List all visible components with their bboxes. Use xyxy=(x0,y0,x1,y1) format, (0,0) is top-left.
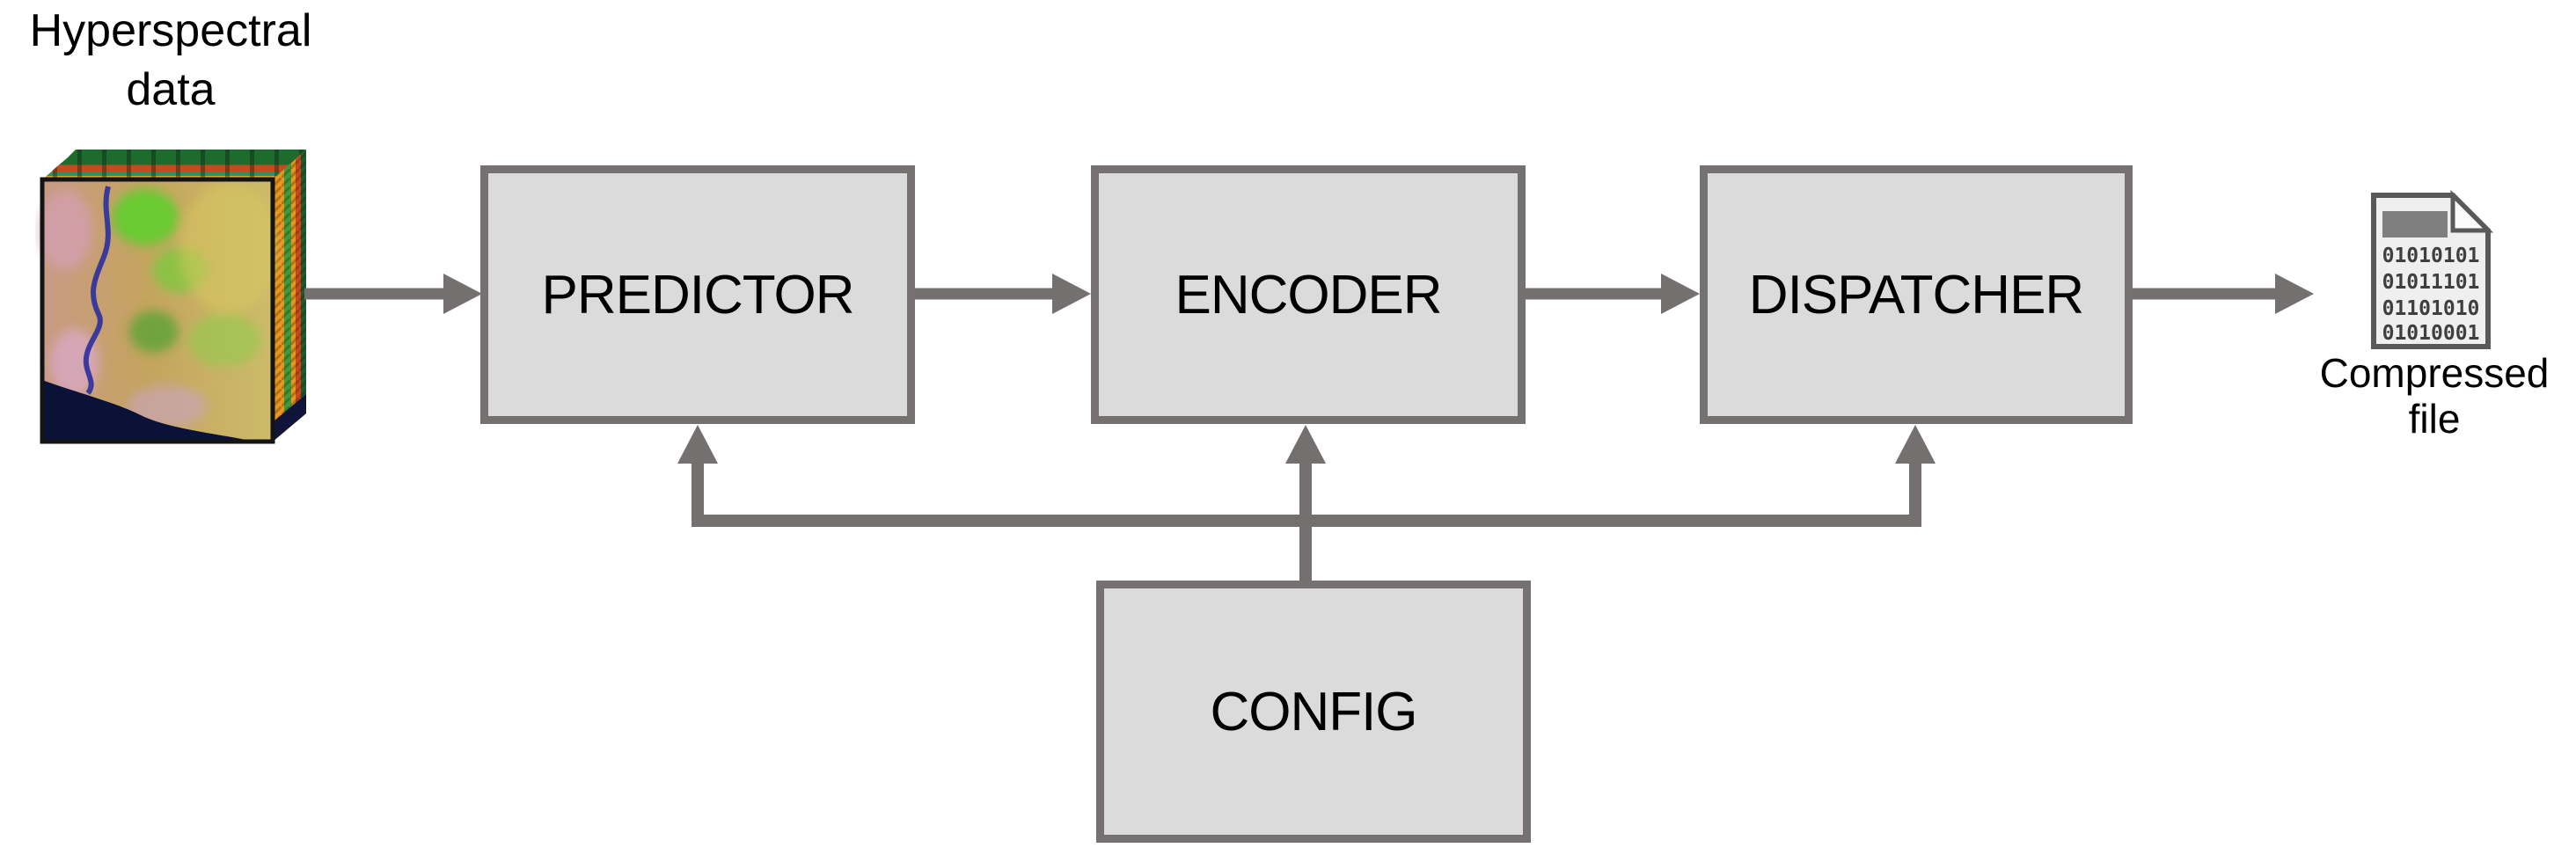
dispatcher-node: DISPATCHER xyxy=(1700,165,2133,424)
file-fold-corner xyxy=(2450,190,2493,233)
arrow-dispatcher-to-file xyxy=(2133,274,2314,314)
arrow-predictor-to-encoder xyxy=(915,274,1091,314)
encoder-label: ENCODER xyxy=(1175,264,1442,325)
hyperspectral-data-line1: Hyperspectral xyxy=(29,5,312,56)
arrow-encoder-to-dispatcher xyxy=(1526,274,1700,314)
hyperspectral-data-line2: data xyxy=(126,63,216,115)
binary-line-2: 01011101 xyxy=(2382,271,2480,294)
predictor-label: PREDICTOR xyxy=(541,264,854,325)
hyperspectral-cube-image xyxy=(40,150,306,444)
config-node: CONFIG xyxy=(1096,581,1531,843)
dispatcher-label: DISPATCHER xyxy=(1748,264,2084,325)
predictor-node: PREDICTOR xyxy=(480,165,915,424)
binary-line-3: 01101010 xyxy=(2382,297,2480,320)
arrow-cube-to-predictor xyxy=(304,274,482,314)
file-header-bar xyxy=(2382,211,2448,238)
config-label: CONFIG xyxy=(1210,681,1417,742)
compressed-file-label-line2: file xyxy=(2408,396,2461,442)
compressed-file-label: Compressed file xyxy=(2294,350,2575,442)
encoder-node: ENCODER xyxy=(1091,165,1526,424)
config-feedback-connector xyxy=(677,425,1936,586)
hyperspectral-data-label: Hyperspectral data xyxy=(7,2,334,119)
binary-line-4: 01010001 xyxy=(2382,322,2480,345)
compressed-file-icon: 01010101 01011101 01101010 01010001 xyxy=(2371,190,2493,349)
compressed-file-label-line1: Compressed xyxy=(2319,350,2550,396)
binary-line-1: 01010101 xyxy=(2382,245,2480,267)
